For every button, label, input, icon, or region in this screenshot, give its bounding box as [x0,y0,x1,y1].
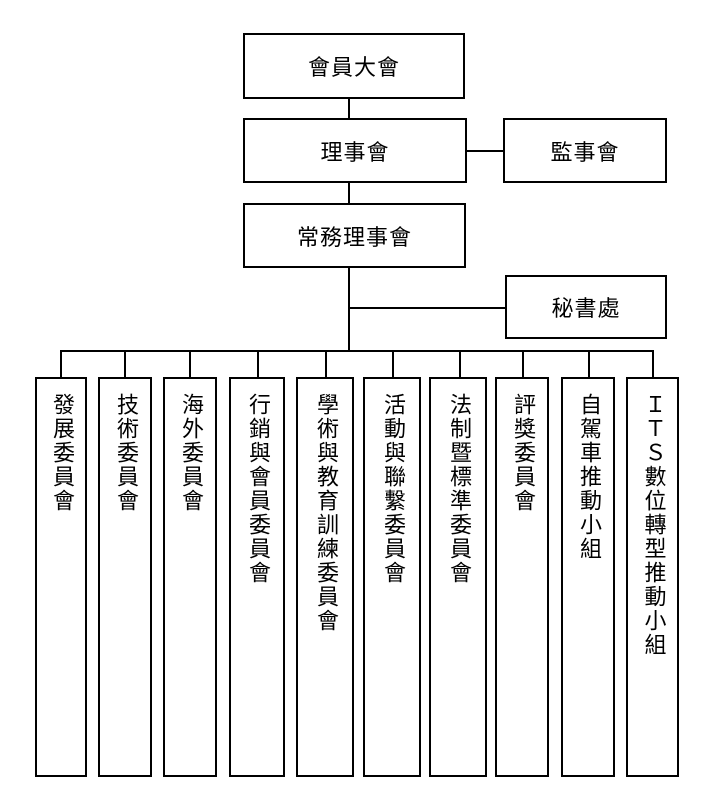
general-assembly-box: 會員大會 [243,33,465,99]
committee-drop-line [652,350,654,377]
committee-box: 活動與聯繫委員會 [363,377,421,777]
committee-label: ＩＴＳ數位轉型推動小組 [640,393,666,657]
committee-drop-line [522,350,524,377]
committee-drop-line [459,350,461,377]
committee-box: ＩＴＳ數位轉型推動小組 [626,377,679,777]
committee-drop-line [189,350,191,377]
committee-label: 技術委員會 [113,393,138,513]
committee-box: 自駕車推動小組 [561,377,615,777]
committee-label: 活動與聯繫委員會 [380,393,405,585]
committee-box: 學術與教育訓練委員會 [296,377,354,777]
committee-box: 行銷與會員委員會 [229,377,285,777]
supervisors-label: 監事會 [550,140,620,166]
supervisors-box: 監事會 [503,118,667,183]
committee-drop-line [60,350,62,377]
connector-board-supervisors [466,150,504,152]
standing-directors-box: 常務理事會 [243,203,466,268]
committee-drop-line [325,350,327,377]
secretariat-label: 秘書處 [551,297,621,322]
connector-standing-bus [348,267,350,352]
standing-directors-label: 常務理事會 [296,225,412,251]
board-of-directors-box: 理事會 [243,118,467,183]
board-of-directors-label: 理事會 [320,140,390,166]
committee-bus-line [60,350,654,352]
committee-box: 法制暨標準委員會 [429,377,487,777]
connector-secretariat [348,307,506,309]
committee-drop-line [588,350,590,377]
committee-label: 法制暨標準委員會 [446,393,471,585]
general-assembly-label: 會員大會 [307,56,400,81]
committee-box: 海外委員會 [163,377,217,777]
secretariat-box: 秘書處 [505,275,667,339]
committee-box: 發展委員會 [35,377,87,777]
committee-label: 評獎委員會 [510,393,535,513]
committee-box: 技術委員會 [98,377,152,777]
connector-board-standing [348,181,350,203]
committee-drop-line [392,350,394,377]
committee-box: 評獎委員會 [495,377,549,777]
committee-label: 學術與教育訓練委員會 [313,393,338,633]
committee-drop-line [124,350,126,377]
committee-label: 自駕車推動小組 [576,393,601,561]
committee-label: 發展委員會 [49,393,74,513]
committee-label: 行銷與會員委員會 [245,393,270,585]
committee-drop-line [257,350,259,377]
connector-assembly-board [348,98,350,118]
committee-label: 海外委員會 [178,393,203,513]
